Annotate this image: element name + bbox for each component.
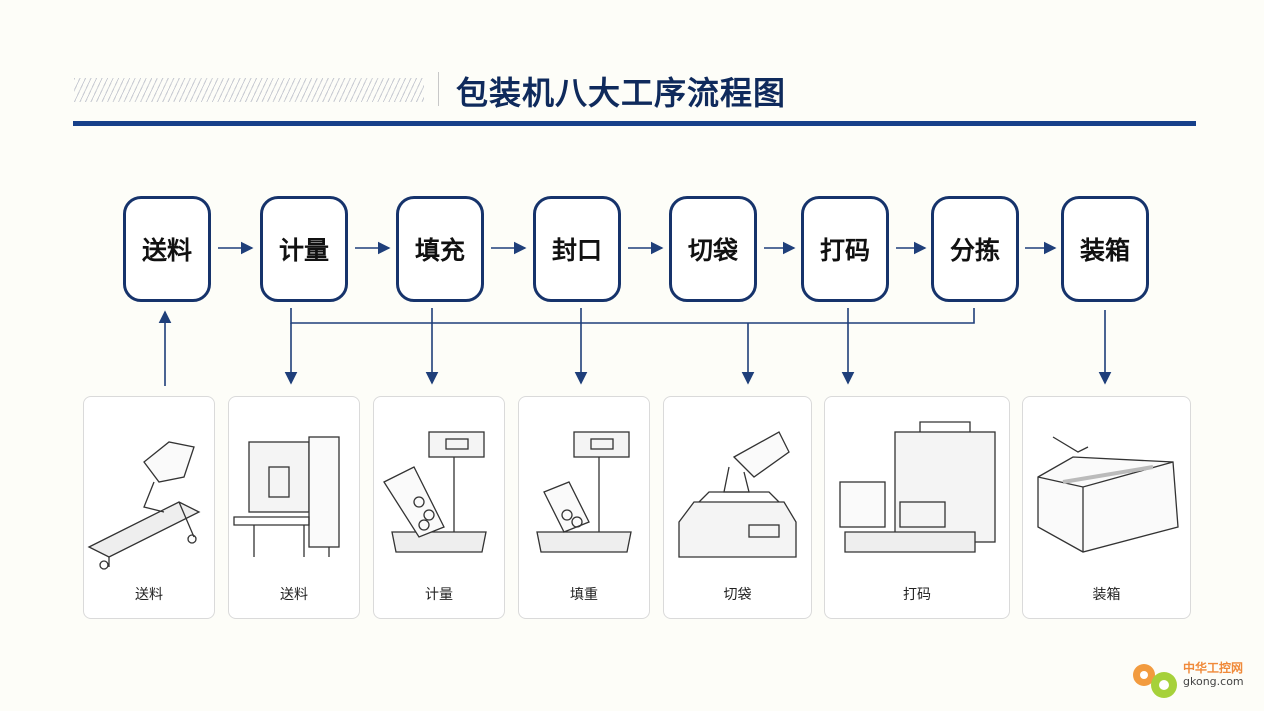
card-caption: 填重 — [570, 587, 598, 603]
title-underline — [73, 121, 1196, 126]
watermark-logo: 中华工控网 gkong.com — [1128, 655, 1258, 705]
step-label: 填充 — [414, 236, 465, 265]
weighing-scale-icon — [383, 431, 487, 553]
step-label: 打码 — [819, 236, 870, 265]
watermark-en: gkong.com — [1183, 675, 1244, 688]
feeder-machine-icon — [233, 436, 340, 557]
bus-line — [290, 308, 975, 324]
card-caption: 送料 — [280, 587, 308, 603]
watermark-cn: 中华工控网 — [1183, 661, 1244, 675]
step-label: 切袋 — [687, 236, 738, 265]
filling-scale-icon — [536, 431, 632, 553]
title-divider — [438, 72, 439, 106]
page-title: 包装机八大工序流程图 — [456, 74, 787, 112]
step-label: 封口 — [551, 236, 602, 265]
hatch-decoration — [74, 78, 424, 102]
card-caption: 切袋 — [723, 587, 752, 603]
card-cutting: 切袋 — [663, 396, 812, 619]
card-caption: 装箱 — [1092, 587, 1121, 603]
card-coding: 打码 — [824, 396, 1010, 619]
coding-printer-icon — [839, 421, 996, 553]
step-cutting: 切袋 — [669, 196, 757, 302]
card-caption: 打码 — [903, 587, 931, 603]
step-feeding: 送料 — [123, 196, 211, 302]
step-sealing: 封口 — [533, 196, 621, 302]
carton-box-icon — [1037, 436, 1179, 553]
card-caption: 计量 — [425, 587, 453, 603]
conveyor-icon — [87, 441, 201, 570]
step-sorting: 分拣 — [931, 196, 1019, 302]
step-label: 计量 — [278, 236, 329, 265]
card-metering: 计量 — [373, 396, 505, 619]
card-caption: 送料 — [135, 587, 163, 603]
card-feeding: 送料 — [83, 396, 215, 619]
gear-icon — [1133, 664, 1177, 698]
step-label: 装箱 — [1079, 236, 1130, 265]
card-feeder: 送料 — [228, 396, 360, 619]
step-boxing: 装箱 — [1061, 196, 1149, 302]
step-label: 送料 — [141, 236, 192, 265]
step-metering: 计量 — [260, 196, 348, 302]
step-coding: 打码 — [801, 196, 889, 302]
step-filling: 填充 — [396, 196, 484, 302]
card-boxing: 装箱 — [1022, 396, 1191, 619]
step-label: 分拣 — [949, 236, 1000, 265]
bag-cutter-icon — [678, 431, 797, 558]
card-filling: 填重 — [518, 396, 650, 619]
